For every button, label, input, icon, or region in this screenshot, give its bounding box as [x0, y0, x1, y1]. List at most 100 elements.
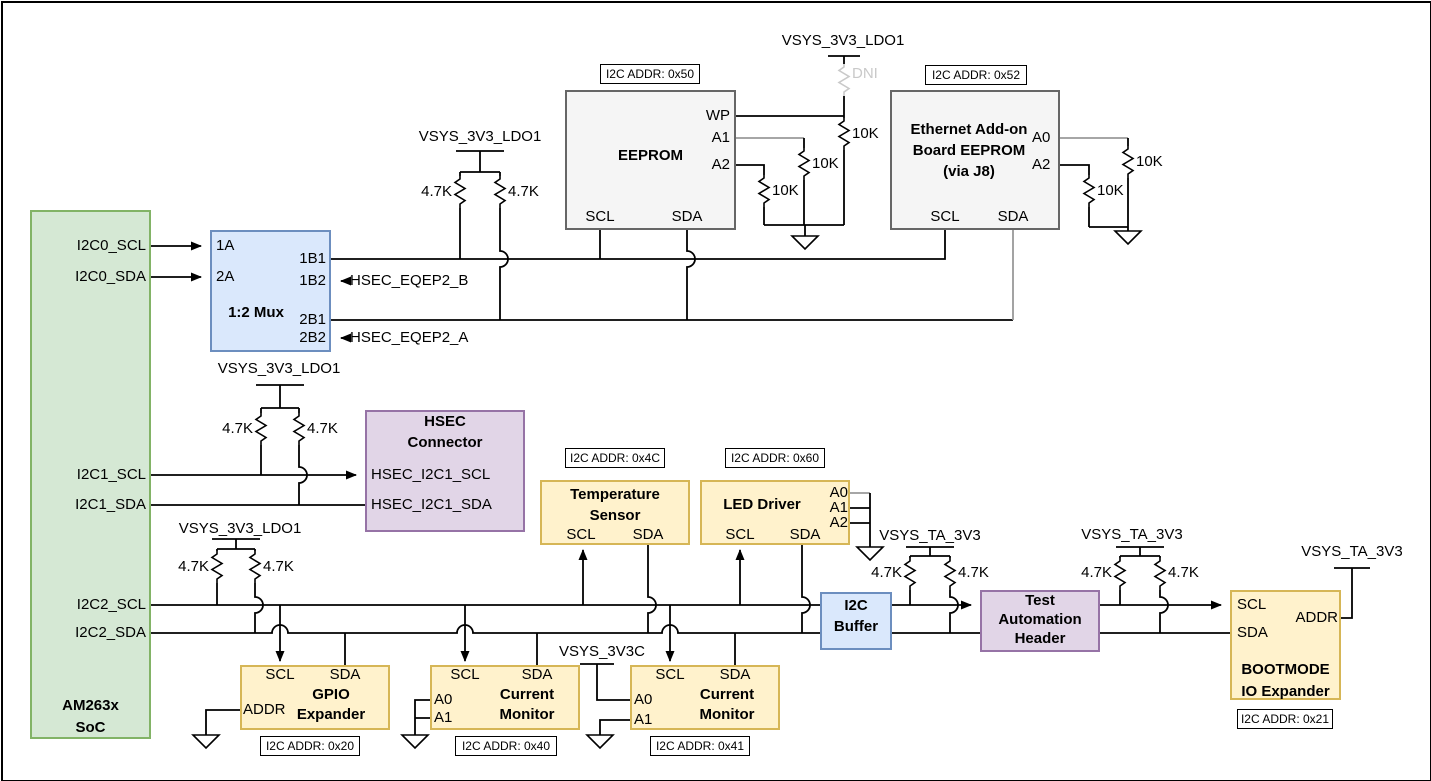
resistor-dni — [838, 63, 850, 97]
buffer-title-line1: I2C — [844, 597, 868, 614]
power-label-ldo-eeprom: VSYS_3V3_LDO1 — [418, 128, 542, 145]
block-current-monitor-1 — [430, 665, 580, 730]
signal-i2c1-scl: I2C1_SCL — [76, 466, 146, 483]
eeprom-pin-wp: WP — [705, 107, 730, 124]
wire-led-sda — [801, 545, 811, 633]
wire-pullup-eeprom-rail — [456, 150, 504, 176]
power-label-ldo-top: VSYS_3V3_LDO1 — [781, 32, 905, 49]
power-label-ta-boot: VSYS_TA_3V3 — [1301, 543, 1403, 560]
res-label-tah-scl-47k: 4.7K — [1081, 564, 1112, 581]
wire-pullup-buf-sda — [949, 590, 959, 633]
mux-title: 1:2 Mux — [228, 304, 284, 321]
cm1-title-line2: Monitor — [499, 706, 555, 723]
gpio-pin-scl: SCL — [265, 666, 295, 683]
eth-eeprom-pin-a2: A2 — [1032, 156, 1051, 173]
boot-pin-addr: ADDR — [1295, 609, 1338, 626]
led-pin-a2: A2 — [829, 514, 848, 531]
eeprom-pin-a2: A2 — [711, 156, 730, 173]
wire-top-scl-bus — [331, 230, 946, 260]
res-label-a1-10k: 10K — [812, 155, 839, 172]
block-current-monitor-2 — [630, 665, 780, 730]
gpio-pin-sda: SDA — [329, 666, 361, 683]
led-pin-scl: SCL — [725, 526, 755, 543]
temp-pin-scl: SCL — [566, 526, 596, 543]
res-label-eth-a2-10k: 10K — [1097, 182, 1124, 199]
wire-cm2-a1-gnd — [599, 719, 630, 735]
resistor-eeprom-sda-pullup — [494, 175, 506, 209]
wire-gpio-addr-gnd — [205, 709, 240, 735]
boot-title-line2: IO Expander — [1241, 683, 1330, 700]
temp-title-line2: Sensor — [589, 507, 641, 524]
cm1-pin-a1: A1 — [434, 709, 453, 726]
res-label-buf-scl-47k: 4.7K — [871, 564, 902, 581]
cm1-pin-a0: A0 — [434, 691, 453, 708]
boot-pin-scl: SCL — [1237, 596, 1267, 613]
eeprom-pin-sda: SDA — [671, 208, 703, 225]
wire-pullup-i2c2-sda — [254, 583, 264, 633]
eqep-a-label: HSEC_EQEP2_A — [350, 329, 469, 346]
block-gpio-expander — [240, 665, 390, 730]
eeprom-pin-a1: A1 — [711, 129, 730, 146]
eth-eeprom-title-line3: (via J8) — [943, 163, 995, 180]
led-pin-a0: A0 — [829, 484, 848, 501]
eth-eeprom-title-line1: Ethernet Add-on — [910, 121, 1028, 138]
addr-box-eth-eeprom: I2C ADDR: 0x52 — [925, 65, 1027, 85]
signal-i2c2-sda: I2C2_SDA — [75, 624, 146, 641]
resistor-eeprom-a2-10k — [758, 174, 770, 208]
wire-eth-a2-res — [1060, 164, 1090, 227]
wire-eeprom-sda-drop — [686, 230, 696, 320]
addr-box-current-monitor-1: I2C ADDR: 0x40 — [455, 736, 557, 756]
ground-eth-eeprom-icon — [1114, 230, 1142, 245]
res-label-i2c1-scl-47k: 4.7K — [222, 420, 253, 437]
cm2-title-line2: Monitor — [699, 706, 755, 723]
temp-title-line1: Temperature — [570, 486, 660, 503]
ground-eeprom-icon — [791, 235, 819, 250]
tah-title-line3: Header — [1014, 630, 1066, 647]
res-label-i2c2-sda-47k: 4.7K — [263, 558, 294, 575]
cm2-pin-scl: SCL — [655, 666, 685, 683]
resistor-i2c2-scl-pullup — [211, 550, 223, 584]
eth-eeprom-pin-a0: A0 — [1032, 129, 1051, 146]
block-hsec-connector — [365, 410, 525, 532]
led-pin-sda: SDA — [789, 526, 821, 543]
cm2-pin-a1: A1 — [634, 711, 653, 728]
resistor-buf-scl-pullup — [904, 557, 916, 591]
signal-i2c0-scl: I2C0_SCL — [76, 237, 146, 254]
mux-pin-1a: 1A — [216, 237, 235, 254]
eth-eeprom-pin-scl: SCL — [930, 208, 960, 225]
power-label-ldo-i2c1: VSYS_3V3_LDO1 — [217, 360, 341, 377]
cm1-title-line1: Current — [499, 686, 555, 703]
addr-box-temp-sensor: I2C ADDR: 0x4C — [565, 448, 665, 468]
res-label-i2c1-sda-47k: 4.7K — [307, 420, 338, 437]
ground-led-icon — [856, 546, 884, 561]
addr-box-eeprom: I2C ADDR: 0x50 — [600, 64, 700, 84]
power-label-3v3c: VSYS_3V3C — [559, 643, 645, 660]
resistor-eth-a0-10k — [1122, 145, 1134, 179]
power-label-ldo-i2c2: VSYS_3V3_LDO1 — [178, 520, 302, 537]
res-label-tah-sda-47k: 4.7K — [1168, 564, 1199, 581]
cm1-pin-scl: SCL — [450, 666, 480, 683]
tah-title-line1: Test — [1025, 592, 1055, 609]
resistor-eeprom-scl-pullup — [454, 175, 466, 209]
addr-box-gpio-expander: I2C ADDR: 0x20 — [260, 736, 360, 756]
temp-pin-sda: SDA — [632, 526, 664, 543]
block-eeprom — [565, 90, 736, 230]
block-led-driver — [700, 480, 850, 545]
block-i2c-mux — [210, 230, 331, 352]
mux-pin-1b1: 1B1 — [299, 250, 326, 267]
wire-i2c2-sda-bus — [151, 624, 820, 634]
boot-title-line1: BOOTMODE — [1241, 661, 1330, 678]
soc-title-line2: SoC — [75, 719, 106, 736]
addr-box-led-driver: I2C ADDR: 0x60 — [725, 448, 825, 468]
wire-pullup-eeprom-sda — [499, 208, 509, 320]
wire-temp-sda — [647, 545, 657, 633]
gpio-title-line1: GPIO — [312, 686, 350, 703]
eth-eeprom-pin-sda: SDA — [997, 208, 1029, 225]
resistor-i2c2-sda-pullup — [249, 550, 261, 584]
resistor-buf-sda-pullup — [944, 557, 956, 591]
eqep-b-label: HSEC_EQEP2_B — [350, 272, 469, 289]
resistor-eeprom-wp-10k — [838, 117, 850, 151]
res-label-a2-10k: 10K — [772, 182, 799, 199]
wire-cm1-a0-a1-gnd — [414, 699, 430, 735]
